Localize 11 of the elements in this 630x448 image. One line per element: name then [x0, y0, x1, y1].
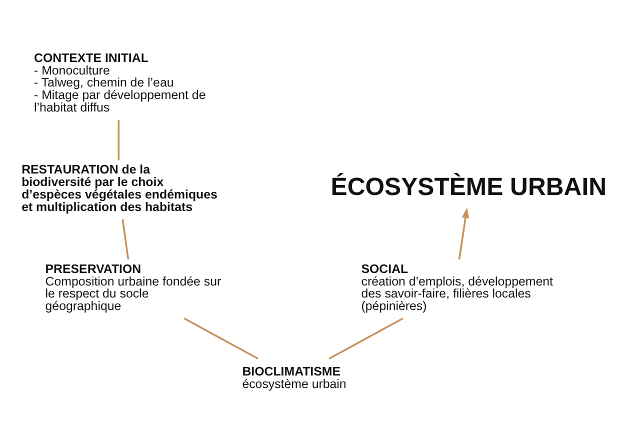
node-text: PRESERVATION Composition urbaine fondée sur le respect du socle géographique: [45, 262, 222, 314]
node-text: RESTAURATION de la biodiversité par le choix d’espèces végétales endémiques et multiplication des habitats: [22, 162, 218, 214]
connector: [328, 318, 404, 360]
node-text: ÉCOSYSTÈME URBAIN: [330, 174, 607, 201]
connector: [184, 318, 258, 360]
node-text: BIOCLIMATISME écosystème urbain: [242, 364, 346, 391]
arrow: [458, 208, 470, 260]
connector: [118, 120, 120, 160]
node-text: CONTEXTE INITIAL - Monoculture - Talweg, chemin de l’eau - Mitage par développement de l’habitat diffus: [34, 50, 206, 114]
node-text: SOCIAL création d’emplois, développement des savoir-faire, filières locales (pépinières): [361, 262, 554, 314]
connector: [122, 219, 130, 260]
